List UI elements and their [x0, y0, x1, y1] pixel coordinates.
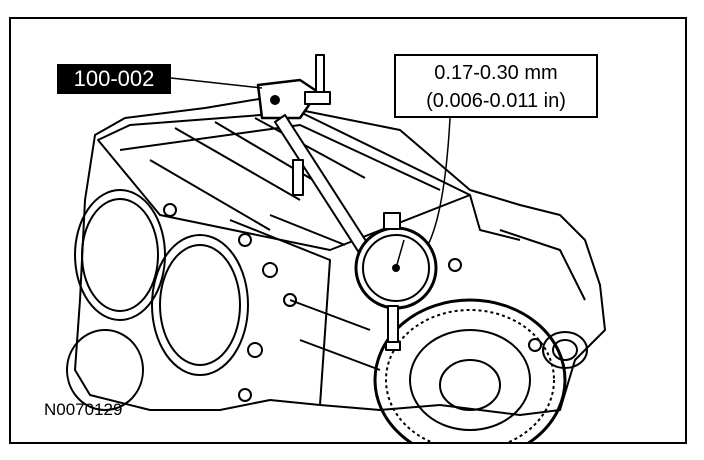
- cylinder-bore: [151, 234, 249, 376]
- spec-metric: 0.17-0.30 mm: [434, 62, 558, 84]
- tool-number-label: 100-002: [57, 64, 171, 94]
- cylinder-bore: [74, 189, 166, 321]
- engine-block-outline: [74, 97, 606, 416]
- figure-id: N0070129: [44, 400, 123, 419]
- spec-leader-line: [427, 117, 451, 246]
- cylinder-bore: [66, 329, 144, 411]
- crank-gear: [373, 298, 567, 442]
- spec-imperial: (0.006-0.011 in): [426, 90, 566, 112]
- tool-leader-line: [170, 77, 263, 89]
- clearance-spec-callout: 0.17-0.30 mm (0.006-0.011 in): [394, 54, 598, 118]
